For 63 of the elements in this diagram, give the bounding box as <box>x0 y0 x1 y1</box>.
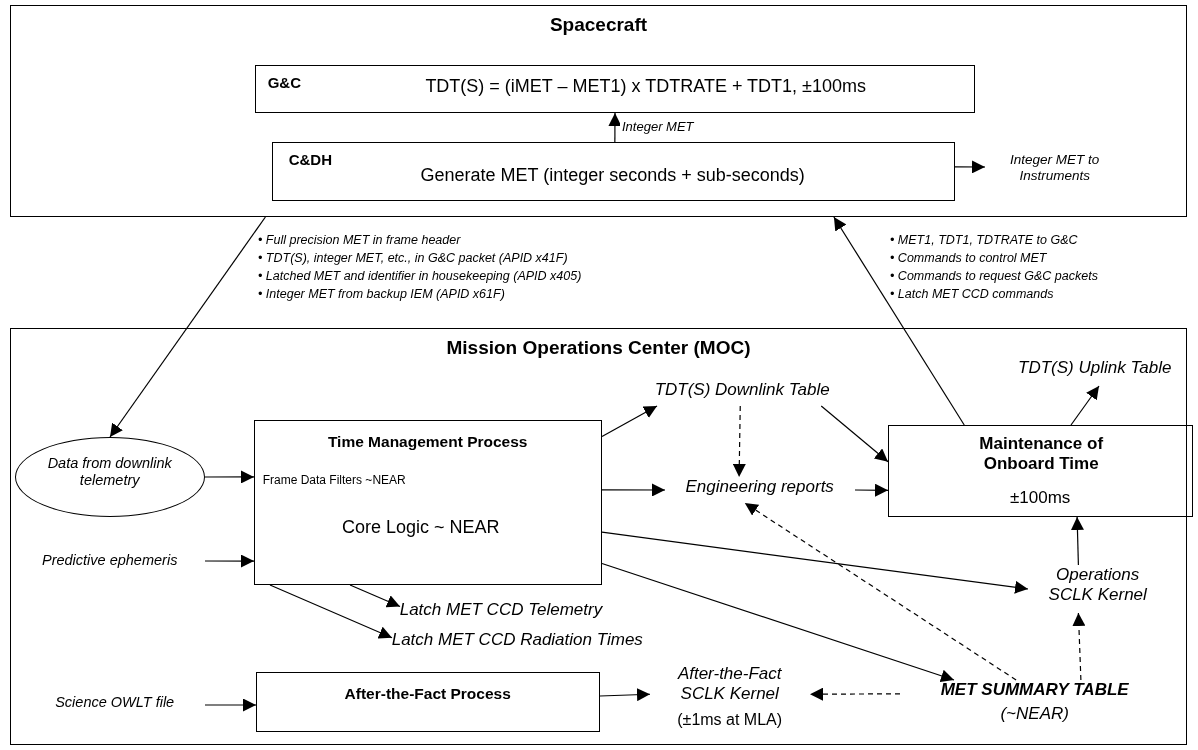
box-title: C&DH <box>288 150 334 169</box>
flow-label: Science OWLT file <box>54 693 176 712</box>
flow-label: Engineering reports <box>684 476 835 498</box>
arrow <box>601 405 658 438</box>
arrow <box>204 470 255 484</box>
arrow <box>833 216 965 426</box>
flow-label: Integer MET to Instruments <box>1009 151 1101 185</box>
arrow <box>809 687 901 701</box>
arrow <box>204 698 257 712</box>
section-title: Mission Operations Center (MOC) <box>445 337 752 360</box>
flow-label: MET SUMMARY TABLE <box>939 679 1130 701</box>
flow-label: Predictive ephemeris <box>41 551 179 570</box>
process-box <box>253 419 602 585</box>
arrow <box>820 405 889 463</box>
flow-label: After-the-Fact SCLK Kernel <box>676 663 783 705</box>
box-text: Frame Data Filters ~NEAR <box>262 472 407 488</box>
flow-label: (±1ms at MLA) <box>676 709 784 729</box>
section-title: Spacecraft <box>548 14 649 37</box>
process-box <box>255 671 600 732</box>
process-box <box>271 141 955 201</box>
process-box <box>887 424 1193 517</box>
arrow <box>608 112 622 143</box>
box-title: Data from downlink telemetry <box>46 454 173 490</box>
flow-label: Latch MET CCD Radiation Times <box>391 629 644 651</box>
arrow <box>854 483 889 497</box>
flow-label: TDT(S) Downlink Table <box>653 379 831 401</box>
arrow <box>954 160 986 174</box>
box-text: Core Logic ~ NEAR <box>340 516 501 539</box>
flow-label: TDT(S) Uplink Table <box>1017 357 1173 379</box>
bullet-note: • Commands to control MET <box>890 251 1047 266</box>
box-title: Maintenance of Onboard Time <box>978 433 1105 475</box>
arrow <box>1070 385 1100 426</box>
arrow <box>599 688 651 702</box>
arrow <box>1072 612 1086 681</box>
bullet-note: • Latched MET and identifier in housekeeping (APID x405) <box>258 269 582 284</box>
bullet-note: • MET1, TDT1, TDTRATE to G&C <box>890 233 1078 248</box>
arrow <box>601 531 1029 594</box>
bullet-note: • Integer MET from backup IEM (APID x61F) <box>258 287 505 302</box>
box-title: G&C <box>267 73 303 92</box>
arrow <box>204 554 255 568</box>
bullet-note: • Latch MET CCD commands <box>890 287 1054 302</box>
box-title: After-the-Fact Process <box>343 684 512 704</box>
arrow <box>109 216 266 438</box>
flow-label: Operations SCLK Kernel <box>1047 564 1148 606</box>
arrow <box>269 584 393 639</box>
arrow <box>732 405 746 478</box>
arrow <box>601 483 666 497</box>
process-box <box>254 64 975 113</box>
box-text: ±100ms <box>1009 487 1072 509</box>
arrow <box>1070 516 1084 566</box>
bullet-note: • Full precision MET in frame header <box>258 233 461 248</box>
arrow <box>601 562 955 683</box>
flow-label: (~NEAR) <box>999 703 1070 725</box>
arrow <box>349 584 401 608</box>
edge-label: Integer MET <box>620 119 696 134</box>
section-frame <box>10 5 1187 217</box>
bullet-note: • Commands to request G&C packets <box>890 269 1098 284</box>
bullet-note: • TDT(S), integer MET, etc., in G&C packet (APID x41F) <box>258 251 568 266</box>
box-text: TDT(S) = (iMET – MET1) x TDTRATE + TDT1, ±100ms <box>424 75 867 98</box>
box-title: Time Management Process <box>326 432 529 452</box>
arrow <box>744 502 1017 681</box>
box-text: Generate MET (integer seconds + sub-seconds) <box>419 164 806 187</box>
flow-label: Latch MET CCD Telemetry <box>399 599 604 621</box>
